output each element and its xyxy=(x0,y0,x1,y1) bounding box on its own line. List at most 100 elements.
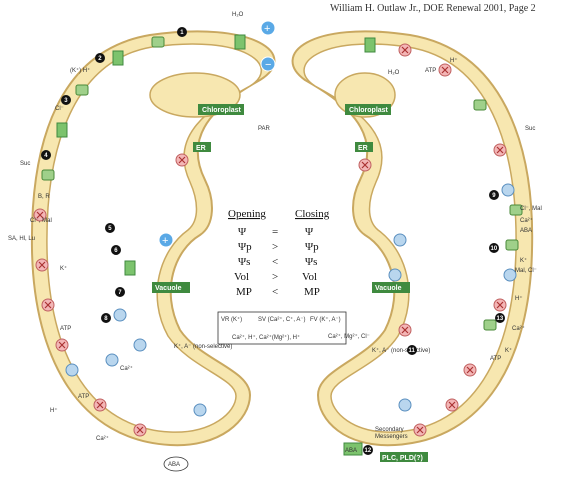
ion-label: ATP xyxy=(490,356,501,362)
vacuole-right-label: Vacuole xyxy=(375,285,402,292)
cross-icon xyxy=(136,426,144,434)
aba-right-label: ABA xyxy=(345,448,357,454)
channel-icon xyxy=(112,50,124,66)
number-marker-label: 9 xyxy=(492,193,496,199)
atpase-pump-icon xyxy=(501,183,515,197)
page-header: William H. Outlaw Jr., DOE Renewal 2001,… xyxy=(330,3,536,14)
cross-icon xyxy=(178,156,186,164)
chloroplast-left-label: Chloroplast xyxy=(202,107,242,114)
er-left-tag xyxy=(193,142,211,152)
channel-icon xyxy=(234,34,246,50)
cross-icon xyxy=(466,366,474,374)
number-marker-label: 10 xyxy=(491,246,498,252)
cross-icon xyxy=(496,146,504,154)
aba-left-label: ABA xyxy=(168,462,180,468)
row4-left: MP xyxy=(236,286,252,298)
vacuole-left-label: Vacuole xyxy=(155,285,182,292)
ion-label: K⁺ xyxy=(505,347,512,354)
cross-icon xyxy=(448,401,456,409)
number-marker xyxy=(407,345,417,355)
plus-vacuole-text: + xyxy=(162,235,168,247)
number-marker-label: 13 xyxy=(497,316,504,322)
ion-label: Ca²⁺ xyxy=(512,325,525,332)
cross-icon xyxy=(441,66,449,74)
cross-icon xyxy=(401,46,409,54)
row0-left: Ψ xyxy=(238,226,247,238)
row1-op: > xyxy=(272,241,278,253)
cross-icon xyxy=(38,261,46,269)
plus-symbol-top xyxy=(260,20,276,36)
er-left-label: ER xyxy=(196,145,206,152)
ion-label: K⁺ xyxy=(60,265,67,272)
number-marker xyxy=(61,95,71,105)
row2-op: < xyxy=(272,256,278,268)
number-marker-label: 5 xyxy=(108,226,112,232)
comparison-table: Ψ = Ψ Ψp > Ψp Ψs < Ψs Vol > Vol MP < MP xyxy=(234,226,320,298)
ion-label: Ca²⁺ xyxy=(520,217,533,224)
atpase-pump-icon xyxy=(398,398,412,412)
nonsel-right-label: K⁺, A⁻ (non-selective) xyxy=(372,347,430,354)
row2-right: Ψs xyxy=(305,256,317,268)
chloroplast-right-label: Chloroplast xyxy=(349,107,389,114)
row3-left: Vol xyxy=(234,271,249,283)
row3-op: > xyxy=(272,271,278,283)
secondary-label: Secondary xyxy=(375,427,404,433)
atpase-pump-icon xyxy=(105,353,119,367)
ion-label: (K⁺) H⁺ xyxy=(70,67,90,74)
cross-icon xyxy=(36,211,44,219)
number-marker xyxy=(95,53,105,63)
cross-icon xyxy=(496,301,504,309)
row4-op: < xyxy=(272,286,278,298)
channel-icon xyxy=(509,204,523,216)
membrane-transporters xyxy=(33,34,523,437)
fv-label: FV (K⁺, A⁻) xyxy=(310,316,341,323)
number-marker-label: 11 xyxy=(409,348,416,354)
ion-label: Cl⁻ xyxy=(55,106,64,112)
channel-icon xyxy=(56,122,68,138)
ion-label: H₂O xyxy=(388,70,400,76)
number-marker-label: 6 xyxy=(114,248,118,254)
ion-label: Ca²⁺ xyxy=(96,435,109,442)
atpase-pump-icon xyxy=(193,403,207,417)
table-head-opening: Opening xyxy=(228,208,266,220)
er-right-tag xyxy=(355,142,373,152)
chloroplast-left-tag xyxy=(198,104,244,115)
ion-label: K⁺ xyxy=(520,257,527,264)
number-marker xyxy=(115,287,125,297)
minus-top-text: − xyxy=(265,59,271,71)
aba-left-oval xyxy=(163,456,189,472)
ion-label: ATP xyxy=(425,68,436,74)
ion-label: ATP xyxy=(78,394,89,400)
cross-icon xyxy=(416,426,424,434)
ion-label: Ca²⁺ xyxy=(120,365,133,372)
ion-label: SA, Hl, Lu xyxy=(8,236,35,242)
number-marker-label: 3 xyxy=(64,98,68,104)
row1-left: Ψp xyxy=(238,241,252,253)
par-label: PAR xyxy=(258,126,271,132)
plc-label: PLC, PLD(?) xyxy=(382,455,423,462)
number-marker xyxy=(495,313,505,323)
number-marker xyxy=(41,150,51,160)
atpase-pump-icon xyxy=(113,308,127,322)
messengers-label: Messengers xyxy=(375,434,408,440)
atpase-pump-icon xyxy=(65,363,79,377)
vr-label: VR (K⁺) xyxy=(221,316,242,323)
atpase-pump-icon xyxy=(503,268,517,282)
number-marker-label: 7 xyxy=(118,290,122,296)
cross-icon xyxy=(96,401,104,409)
atpase-pump-icon xyxy=(388,268,402,282)
plus-top-text: + xyxy=(264,23,270,35)
channel-icon xyxy=(75,84,89,96)
plc-tag xyxy=(380,452,428,462)
cross-icon xyxy=(44,301,52,309)
number-marker xyxy=(363,445,373,455)
ion-label: H⁺ xyxy=(450,57,458,64)
ion-label: Suc xyxy=(525,126,535,132)
number-marker xyxy=(111,245,121,255)
atpase-pump-icon xyxy=(133,338,147,352)
atpase-pump-icon xyxy=(393,233,407,247)
channel-icon xyxy=(505,239,519,251)
channel-icon xyxy=(364,37,376,53)
ion-label: Mal, Cl⁻ xyxy=(515,268,537,274)
